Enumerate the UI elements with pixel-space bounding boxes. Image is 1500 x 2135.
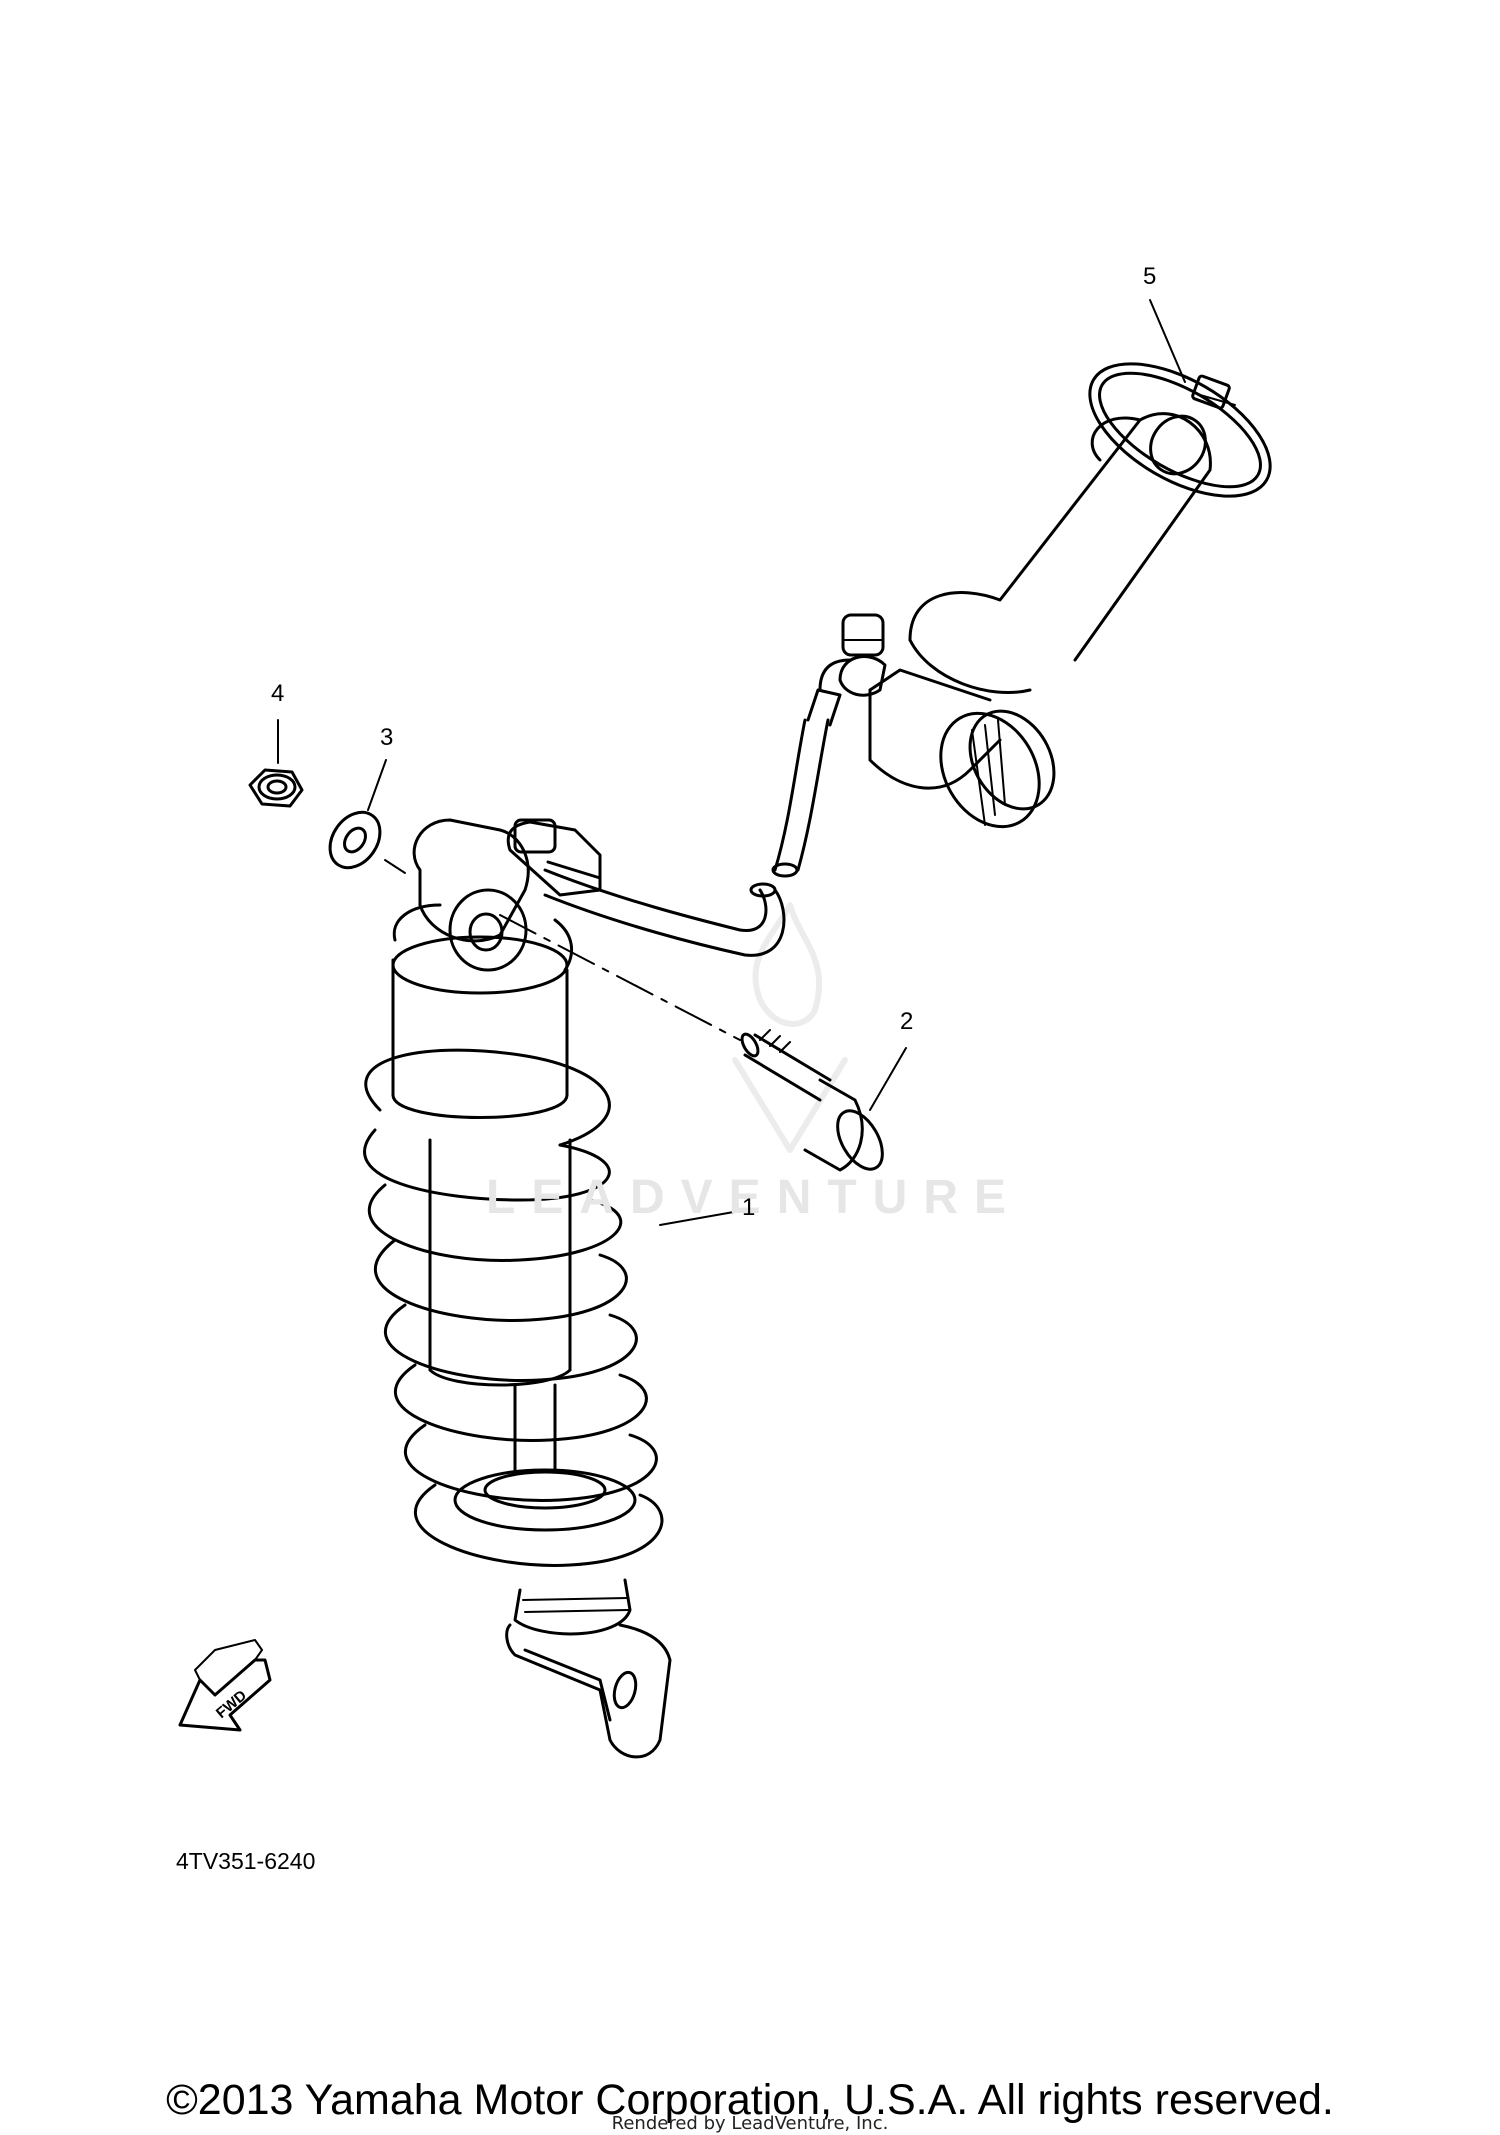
hose-fitting-lower — [506, 818, 602, 897]
watermark-text: LEADVENTURE — [486, 1171, 1023, 1224]
callout-part-3: 3 — [380, 724, 394, 751]
hose-clamp — [1088, 362, 1272, 498]
fwd-arrow-icon: FWD — [178, 1639, 272, 1732]
callout-part-5: 5 — [1143, 263, 1157, 290]
rendered-by-credit: Rendered by LeadVenture, Inc. — [611, 2113, 889, 2134]
callout-part-1: 1 — [742, 1194, 756, 1221]
nut — [248, 768, 304, 808]
assembly-centerline — [384, 859, 741, 1041]
washer — [328, 810, 382, 870]
shock-absorber — [363, 818, 672, 1759]
leader-lines — [277, 299, 1186, 1226]
reservoir-canister — [838, 412, 1212, 829]
bolt — [740, 1029, 884, 1172]
diagram-part-code: 4TV351-6240 — [176, 1848, 316, 1874]
callout-part-4: 4 — [271, 680, 285, 707]
callout-part-2: 2 — [900, 1008, 914, 1035]
reservoir-hose — [543, 658, 852, 957]
watermark-logo-icon — [732, 902, 848, 1153]
copyright-notice: ©2013 Yamaha Motor Corporation, U.S.A. A… — [166, 2076, 1334, 2124]
